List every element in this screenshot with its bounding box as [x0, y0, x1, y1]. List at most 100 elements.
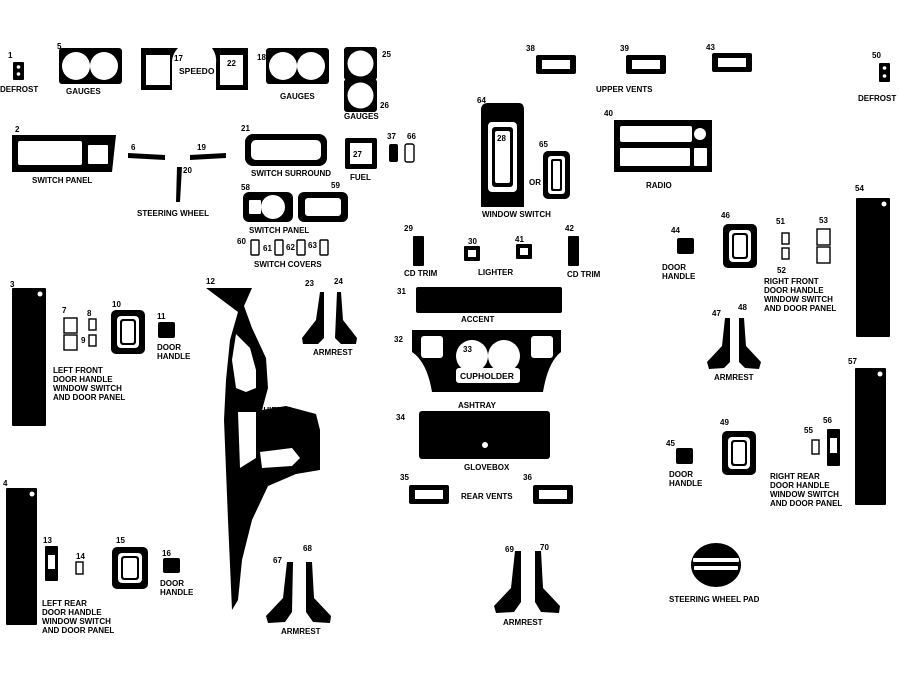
label-line: AND DOOR PANEL	[42, 626, 114, 635]
part-number: 21	[241, 124, 250, 133]
part-39-upper-vent: 39 UPPER VENTS	[596, 44, 666, 94]
part-60-63-switch-covers: 60 61 62 63 SWITCH COVERS	[237, 237, 329, 269]
part-29-cd-trim: 29 CD TRIM	[404, 224, 438, 278]
part-number: 45	[666, 439, 675, 448]
steering-wheel-label: STEERING WHEEL	[137, 209, 209, 218]
part-number: 14	[76, 552, 85, 561]
part-number: 28	[497, 134, 506, 143]
part-number: 37	[387, 132, 396, 141]
shifter-label: SHIFTER	[258, 406, 292, 415]
window-switch-label: WINDOW SWITCH	[482, 210, 551, 219]
part-58-59-switch-panel: 58 59 SWITCH PANEL	[241, 181, 348, 235]
part-7-8-9-window-switch: 7 8 9	[62, 306, 97, 351]
part-25-26-gauges: 25 26 GAUGES	[344, 47, 391, 121]
part-number: 51	[776, 217, 785, 226]
right-front-label: RIGHT FRONT DOOR HANDLE WINDOW SWITCH AN…	[764, 277, 836, 313]
part-number: 38	[526, 44, 535, 53]
part-number: 35	[400, 473, 409, 482]
part-number: 48	[738, 303, 747, 312]
handle-label: HANDLE	[160, 588, 194, 597]
part-23-24-armrest: 23 24 ARMREST	[302, 277, 357, 357]
part-5-gauges: 5 GAUGES	[57, 42, 122, 96]
label-line: WINDOW SWITCH	[42, 617, 111, 626]
part-number: 43	[706, 43, 715, 52]
part-47-48-armrest: 47 48 ARMREST	[707, 303, 761, 382]
part-number: 4	[3, 479, 8, 488]
part-number: 52	[777, 266, 786, 275]
part-42-cd-trim: 42 CD TRIM	[565, 224, 601, 279]
part-number: 5	[57, 42, 62, 51]
part-49-door-handle-bezel: 49	[720, 418, 756, 475]
part-number: 33	[463, 345, 472, 354]
part-number: 3	[10, 280, 15, 289]
label-line: AND DOOR PANEL	[764, 304, 836, 313]
part-number: 46	[721, 211, 730, 220]
part-number: 42	[565, 224, 574, 233]
handle-label: HANDLE	[669, 479, 703, 488]
part-number: 32	[394, 335, 403, 344]
part-number: 20	[183, 166, 192, 175]
part-2-switch-panel: 2 SWITCH PANEL	[12, 125, 116, 185]
part-number: 53	[819, 216, 828, 225]
armrest-label: ARMREST	[281, 627, 321, 636]
label-line: RIGHT FRONT	[764, 277, 819, 286]
part-number: 9	[81, 336, 86, 345]
part-number: 58	[241, 183, 250, 192]
part-number: 59	[331, 181, 340, 190]
part-69-70-armrest: 69 70 ARMREST	[494, 543, 560, 627]
part-number: 49	[720, 418, 729, 427]
part-46-door-handle-bezel: 46	[721, 211, 757, 268]
label-line: DOOR HANDLE	[764, 286, 824, 295]
part-number: 44	[671, 226, 680, 235]
part-30-41-lighter: 30 41 LIGHTER	[464, 235, 532, 277]
part-number: 31	[397, 287, 406, 296]
part-number: 50	[872, 51, 881, 60]
cd-trim-label: CD TRIM	[567, 270, 601, 279]
part-number: 27	[353, 150, 362, 159]
part-number: 17	[174, 54, 183, 63]
part-number: 23	[305, 279, 314, 288]
or-label: OR	[529, 178, 541, 187]
part-number: 16	[162, 549, 171, 558]
label-line: LEFT REAR	[42, 599, 87, 608]
part-number: 15	[116, 536, 125, 545]
part-number: 66	[407, 132, 416, 141]
armrest-label: ARMREST	[503, 618, 543, 627]
label-line: WINDOW SWITCH	[770, 490, 839, 499]
part-32-33-cupholder: 32 33 CUPHOLDER ASHTRAY	[394, 330, 561, 410]
part-11-door-handle: 11 DOOR HANDLE	[157, 312, 191, 361]
label-line: LEFT FRONT	[53, 366, 103, 375]
gauges-label: GAUGES	[344, 112, 379, 121]
part-31-accent: 31 ACCENT	[397, 287, 562, 324]
part-40-radio: 40 RADIO	[604, 109, 712, 190]
switch-surround-label: SWITCH SURROUND	[251, 169, 331, 178]
part-number: 10	[112, 300, 121, 309]
ashtray-label: ASHTRAY	[458, 401, 497, 410]
part-number: 61	[263, 244, 272, 253]
part-number: 63	[308, 241, 317, 250]
part-number: 67	[273, 556, 282, 565]
door-label: DOOR	[669, 470, 693, 479]
part-number: 19	[197, 143, 206, 152]
part-number: 22	[227, 59, 236, 68]
part-number: 1	[8, 51, 13, 60]
part-21-switch-surround: 21 SWITCH SURROUND	[241, 124, 331, 178]
part-4-door-panel: 4	[3, 479, 37, 625]
door-label: DOOR	[157, 343, 181, 352]
part-number: 12	[206, 277, 215, 286]
part-15-door-handle-bezel: 15	[112, 536, 148, 589]
part-57-door-panel: 57	[848, 357, 886, 505]
defrost-label: DEFROST	[0, 85, 38, 94]
part-3-door-panel: 3	[10, 280, 46, 426]
part-number: 18	[257, 53, 266, 62]
label-line: DOOR HANDLE	[42, 608, 102, 617]
switch-panel-label: SWITCH PANEL	[249, 226, 309, 235]
label-line: DOOR HANDLE	[53, 375, 113, 384]
part-45-door-handle: 45 DOOR HANDLE	[666, 439, 703, 488]
part-number: 56	[823, 416, 832, 425]
cupholder-label: CUPHOLDER	[460, 371, 514, 381]
part-54-door-panel: 54	[855, 184, 890, 337]
part-number: 47	[712, 309, 721, 318]
glovebox-label: GLOVEBOX	[464, 463, 510, 472]
